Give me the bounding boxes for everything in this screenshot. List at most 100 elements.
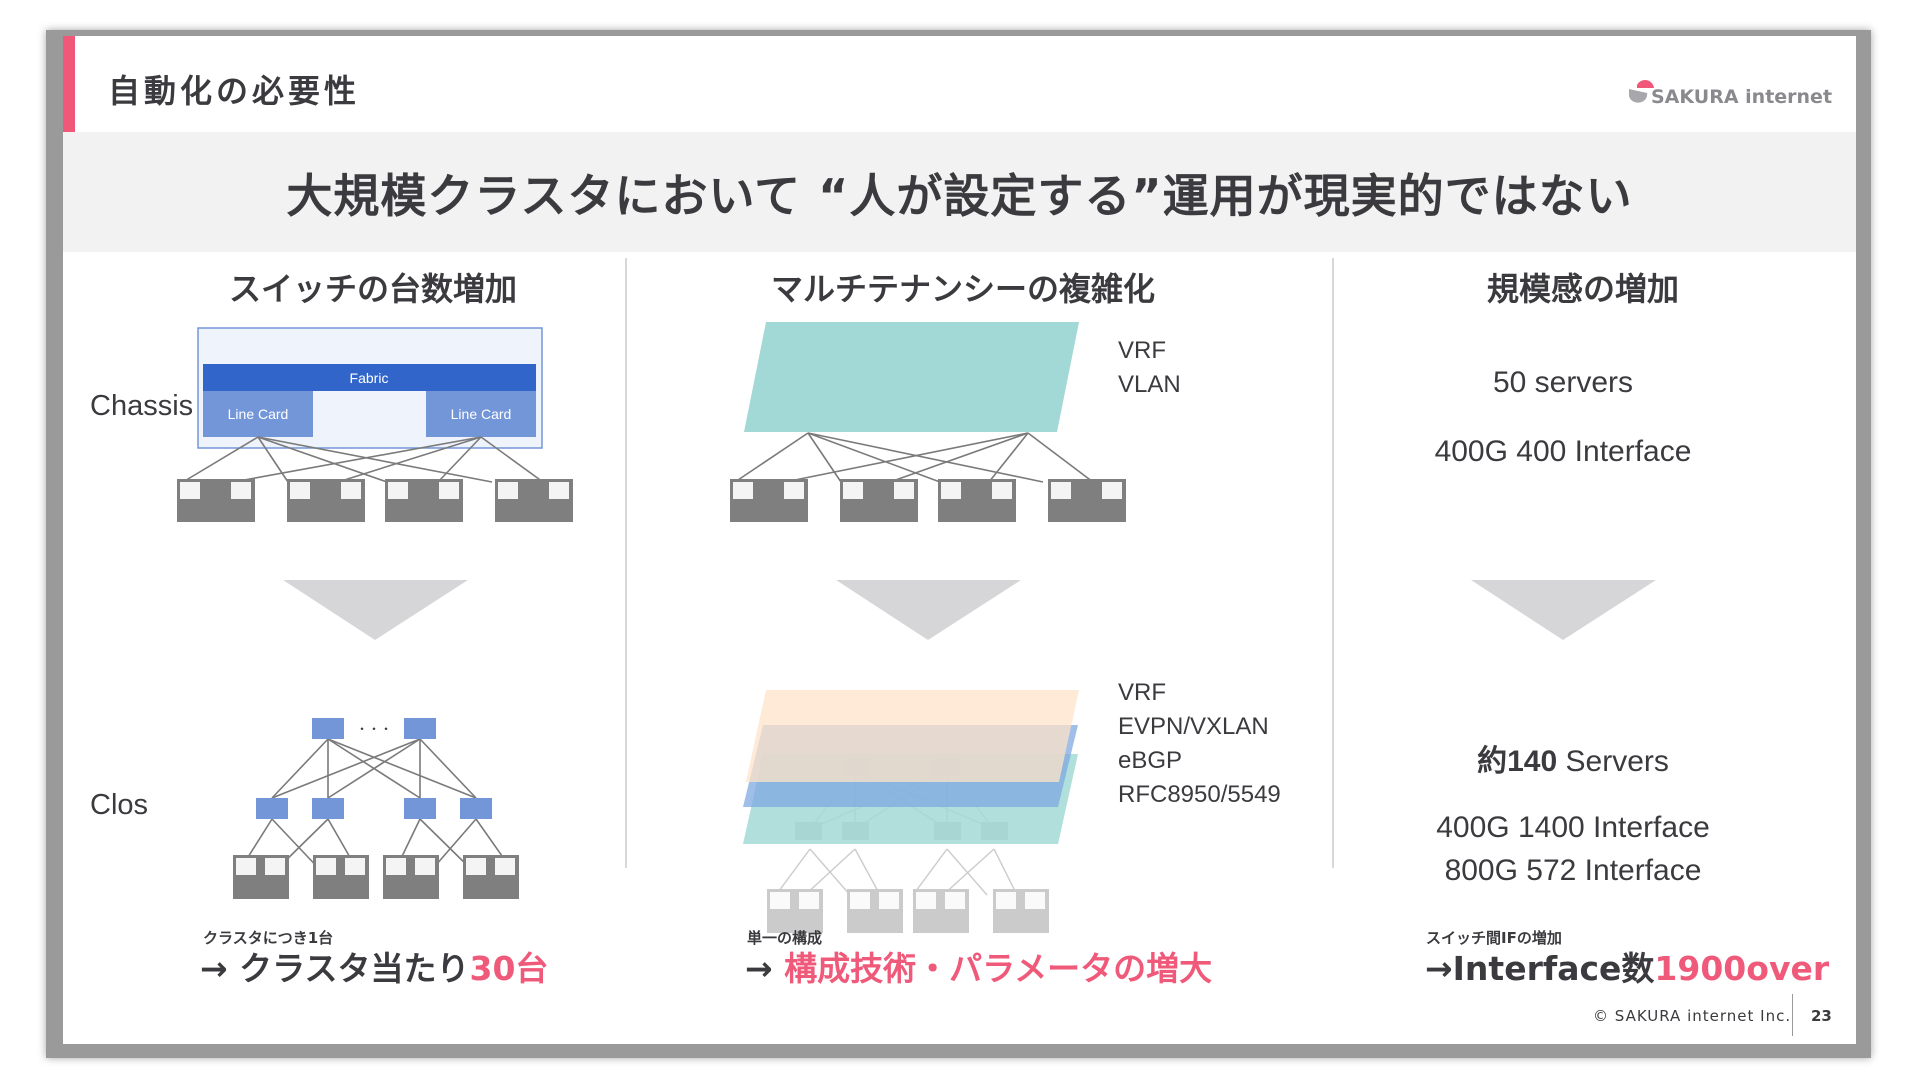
footer-divider [1792, 994, 1793, 1036]
line-card-label: Line Card [228, 406, 289, 422]
slide: 自動化の必要性 SAKURA internet 大規模クラスタにおいて “人が設… [63, 36, 1856, 1044]
nic-card-icon [498, 482, 518, 499]
sakura-logo: SAKURA internet [1625, 72, 1832, 112]
nic-card-icon [388, 482, 408, 499]
nic-card-icon [843, 482, 863, 499]
leaf-switch [460, 798, 492, 819]
caption-scale: スイッチ間IFの増加 [1426, 929, 1562, 947]
nic-card-icon [850, 892, 870, 909]
page-number: 23 [1811, 1007, 1832, 1025]
nic-card-icon [180, 482, 200, 499]
result-prefix: →Interface数 [1425, 949, 1655, 988]
caption-switch-count: クラスタにつき1台 [203, 929, 334, 947]
result-highlight: 30台 [469, 949, 549, 988]
tenant-plane [744, 322, 1079, 432]
result-prefix: → クラスタ当たり [200, 949, 470, 988]
nic-card-icon [341, 482, 361, 499]
section-title: 自動化の必要性 [108, 72, 361, 110]
nic-card-icon [345, 858, 365, 875]
nic-card-icon [231, 482, 251, 499]
nic-card-icon [945, 892, 965, 909]
down-arrow-icon [836, 580, 1021, 640]
caption-multitenancy: 単一の構成 [747, 929, 823, 947]
footer-copyright: © SAKURA internet Inc. [1593, 1007, 1792, 1025]
protocol-item: VLAN [1118, 371, 1181, 398]
nic-card-icon [770, 892, 790, 909]
line-card-label: Line Card [451, 406, 512, 422]
fabric-bar [203, 364, 536, 391]
server-row [233, 855, 519, 899]
down-arrow-icon [283, 580, 468, 640]
spine-switch [312, 718, 344, 739]
protocol-item: EVPN/VXLAN [1118, 713, 1269, 740]
stat-servers-before: 50 servers [1492, 366, 1634, 399]
fabric-label: Fabric [350, 370, 389, 386]
spine-switch [404, 718, 436, 739]
leaf-switch [404, 798, 436, 819]
protocol-list-bottom: VRF EVPN/VXLAN eBGP RFC8950/5549 [1118, 676, 1281, 812]
protocol-item: eBGP [1118, 747, 1183, 774]
stat-servers-after: 約140 Servers [1373, 736, 1773, 780]
nic-card-icon [415, 858, 435, 875]
result-highlight: 構成技術・パラメータの増大 [784, 949, 1213, 988]
protocol-list-top: VRF VLAN [1118, 334, 1181, 402]
nic-card-icon [1051, 482, 1071, 499]
down-arrow-icon [1471, 580, 1656, 640]
column-title-switch-count: スイッチの台数増加 [228, 270, 517, 308]
stat-interfaces-400g: 400G 1400 Interface [1436, 811, 1710, 844]
stat-servers-count: 約140 [1477, 745, 1558, 778]
accent-bar [63, 36, 75, 132]
stat-servers-unit: Servers [1557, 745, 1669, 778]
leaf-switch [312, 798, 344, 819]
nic-card-icon [992, 482, 1012, 499]
nic-card-icon [733, 482, 753, 499]
result-scale: →Interface数1900over [1425, 942, 1829, 990]
sakura-logo-icon [1629, 80, 1654, 103]
line-card [426, 391, 536, 437]
nic-card-icon [1025, 892, 1045, 909]
spine-ellipsis: ・・・ [356, 722, 392, 736]
nic-card-icon [466, 858, 486, 875]
column-title-multitenancy: マルチテナンシーの複雑化 [770, 270, 1155, 308]
line-card [203, 391, 313, 437]
column-divider [1332, 258, 1334, 868]
nic-card-icon [996, 892, 1016, 909]
nic-card-icon [495, 858, 515, 875]
column-divider [625, 258, 627, 868]
chassis-label: Chassis [90, 390, 194, 422]
nic-card-icon [879, 892, 899, 909]
tenant-links [734, 432, 1094, 483]
headline: 大規模クラスタにおいて “人が設定する”運用が現実的ではない [286, 169, 1633, 223]
result-highlight: 1900over [1654, 949, 1830, 988]
nic-card-icon [290, 482, 310, 499]
nic-card-icon [265, 858, 285, 875]
nic-card-icon [799, 892, 819, 909]
result-multitenancy: → 構成技術・パラメータの増大 [745, 942, 1212, 990]
clos-diagram: ・・・ [233, 718, 519, 899]
chassis-diagram: Fabric Line Card Line Card [177, 327, 573, 522]
logo-text: SAKURA internet [1651, 86, 1833, 108]
result-switch-count: → クラスタ当たり30台 [200, 942, 548, 990]
protocol-item: VRF [1118, 679, 1166, 706]
chassis-links [182, 436, 544, 483]
nic-card-icon [916, 892, 936, 909]
stat-interfaces-800g: 800G 572 Interface [1444, 854, 1702, 887]
nic-card-icon [439, 482, 459, 499]
stat-interfaces-before: 400G 400 Interface [1434, 435, 1692, 468]
nic-card-icon [316, 858, 336, 875]
headline-band: 大規模クラスタにおいて “人が設定する”運用が現実的ではない [63, 132, 1856, 252]
server-row [177, 479, 573, 522]
tenant-single-diagram [730, 322, 1126, 522]
nic-card-icon [549, 482, 569, 499]
protocol-item: RFC8950/5549 [1118, 781, 1281, 808]
nic-card-icon [386, 858, 406, 875]
nic-card-icon [941, 482, 961, 499]
nic-card-icon [1102, 482, 1122, 499]
nic-card-icon [236, 858, 256, 875]
leaf-switch [256, 798, 288, 819]
tenant-plane-orange [746, 690, 1079, 782]
nic-card-icon [894, 482, 914, 499]
result-prefix: → [745, 949, 785, 988]
diagrams: Fabric Line Card Line Card [177, 322, 1656, 933]
tenant-multi-diagram [743, 690, 1079, 933]
